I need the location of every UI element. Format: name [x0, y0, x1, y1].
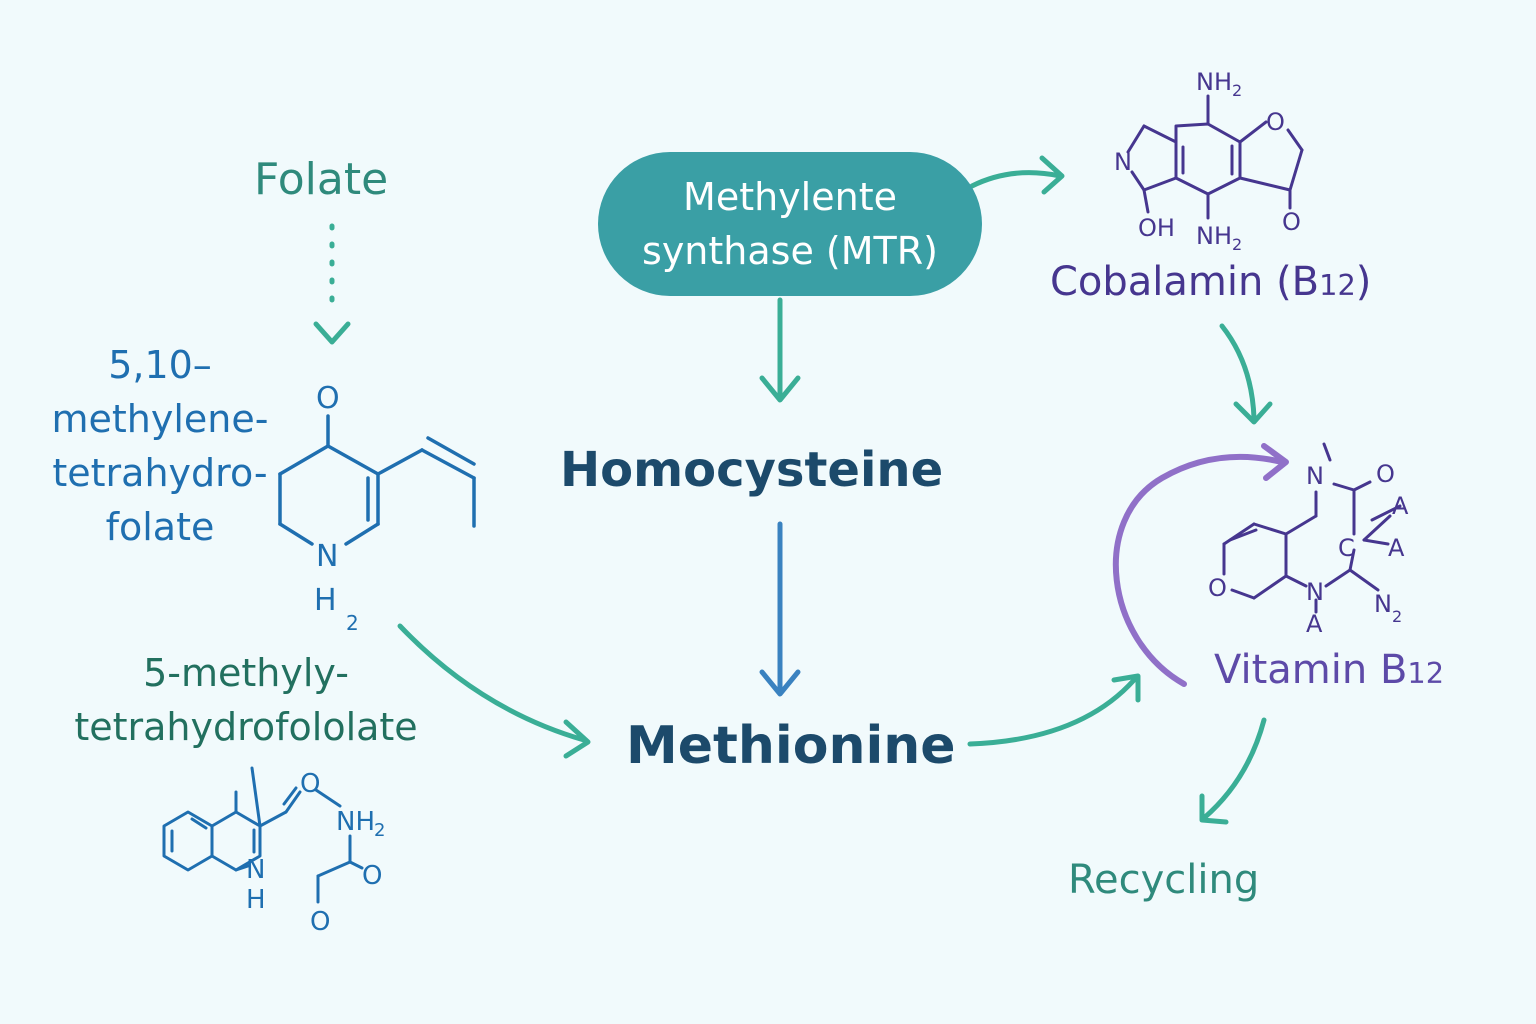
- cobalamin-amine-bottom-subscript: 2: [1232, 235, 1242, 254]
- methyl-thf-amine: NH: [336, 807, 375, 837]
- enzyme-to-cobalamin-arrow: [969, 155, 1065, 195]
- mthf-structure: [278, 414, 476, 546]
- vitamin-nitrogen-bottom: N: [1306, 578, 1324, 606]
- cobalamin-amine-top: NH: [1196, 68, 1232, 96]
- vitamin-a1: A: [1392, 492, 1409, 520]
- vitamin-a2: A: [1388, 534, 1405, 562]
- mthf-label-line4: folate: [105, 505, 215, 549]
- cobalamin-close: ): [1355, 259, 1372, 305]
- methyl-thf-oxygen-bottom: O: [310, 907, 330, 937]
- methyl-thf-nitrogen: N: [246, 855, 265, 885]
- methionine-to-vitamin-arrow: [967, 673, 1141, 747]
- methyl-thf-to-methionine-arrow: [397, 623, 591, 759]
- methyl-thf-hydrogen: H: [246, 885, 266, 915]
- methyl-thf-amine-subscript: 2: [374, 820, 385, 841]
- mthf-subscript: 2: [346, 611, 359, 635]
- enzyme-to-homocysteine-arrow: [759, 297, 801, 403]
- vitamin-b12-atom-labels: N O A C A O N N 2 A: [1208, 460, 1409, 638]
- cobalamin-atom-labels: NH 2 O N OH NH 2 O: [1114, 68, 1301, 254]
- mthf-label-line1: 5,10–: [108, 343, 212, 387]
- mthf-hydrogen: H: [314, 583, 337, 618]
- vitamin-a3: A: [1306, 610, 1323, 638]
- mthf-atom-labels: O N H 2: [314, 381, 359, 635]
- methyl-thf-structure: [162, 766, 364, 904]
- cobalamin-name: Cobalamin (B: [1050, 259, 1320, 305]
- enzyme-label-line2: synthase (MTR): [642, 229, 938, 273]
- mthf-label-line3: tetrahydro-: [52, 451, 268, 495]
- enzyme-node: Methylente synthase (MTR): [598, 152, 982, 296]
- cobalamin-subscript: 12: [1319, 268, 1356, 302]
- cobalamin-nitrogen: N: [1114, 148, 1132, 176]
- vitamin-b12-structure: [1222, 442, 1402, 614]
- enzyme-label-line1: Methylente: [683, 175, 897, 219]
- mthf-label-line2: methylene-: [51, 397, 269, 441]
- vitamin-name: Vitamin B: [1214, 647, 1408, 693]
- cobalamin-structure: [1126, 94, 1304, 220]
- cobalamin-to-vitamin-arrow: [1219, 323, 1273, 425]
- vitamin-n2-subscript: 2: [1392, 607, 1402, 626]
- vitamin-oxygen-top: O: [1376, 460, 1395, 488]
- methyl-thf-label: 5-methyly- tetrahydrofololate: [46, 646, 446, 754]
- methyl-thf-atom-labels: O NH 2 N H O O: [246, 769, 385, 937]
- vitamin-ring-oxygen: O: [1208, 574, 1227, 602]
- methyl-thf-oxygen-top: O: [300, 769, 320, 799]
- methyl-thf-label-line1: 5-methyly-: [143, 651, 349, 695]
- vitamin-carbon: C: [1338, 534, 1355, 562]
- mthf-oxygen: O: [316, 381, 340, 416]
- methyl-thf-label-line2: tetrahydrofololate: [74, 705, 418, 749]
- vitamin-to-recycling-arrow: [1199, 717, 1267, 825]
- recycling-label: Recycling: [1068, 857, 1260, 903]
- methionine-label: Methionine: [626, 716, 956, 776]
- homocysteine-label: Homocysteine: [560, 442, 944, 498]
- cobalamin-hydroxyl: OH: [1138, 214, 1175, 242]
- cobalamin-amine-bottom: NH: [1196, 222, 1232, 250]
- mthf-label: 5,10– methylene- tetrahydro- folate: [40, 338, 280, 554]
- folate-label: Folate: [254, 154, 389, 205]
- homocysteine-to-methionine-arrow: [759, 521, 801, 697]
- mthf-nitrogen: N: [316, 539, 338, 574]
- cobalamin-keto-oxygen: O: [1282, 208, 1301, 236]
- b12-recycle-arc: [1112, 443, 1289, 687]
- vitamin-subscript: 12: [1407, 656, 1445, 690]
- cobalamin-ring-oxygen: O: [1266, 108, 1285, 136]
- vitamin-n2: N: [1374, 590, 1392, 618]
- vitamin-nitrogen-top: N: [1306, 462, 1324, 490]
- cobalamin-label: Cobalamin (B12): [1050, 262, 1371, 302]
- folate-to-mthf-arrow: [313, 223, 351, 345]
- vitamin-b12-label: Vitamin B12: [1214, 650, 1444, 690]
- cobalamin-amine-top-subscript: 2: [1232, 81, 1242, 100]
- methyl-thf-oxygen-carbonyl: O: [362, 861, 382, 891]
